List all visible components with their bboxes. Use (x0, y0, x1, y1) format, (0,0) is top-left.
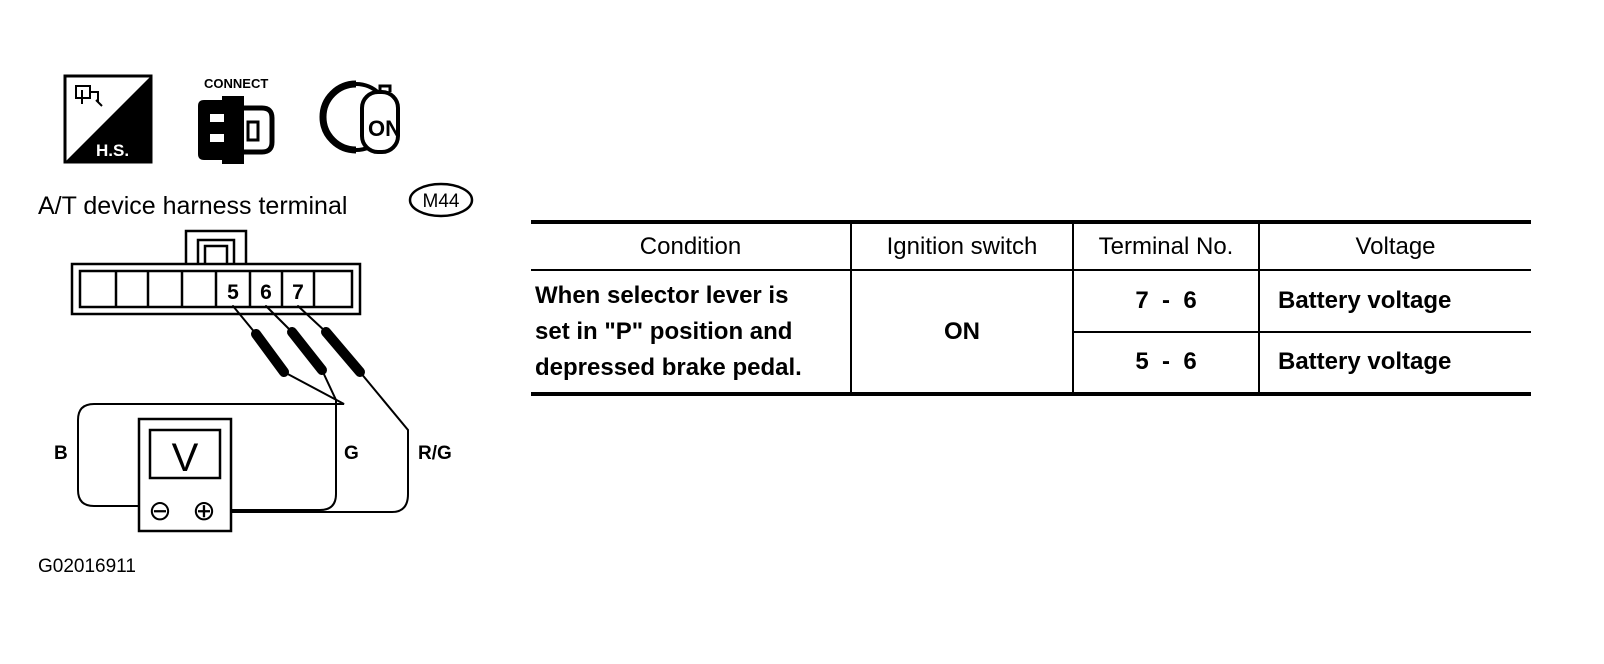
harness-side-icon: H.S. (63, 74, 153, 164)
table-header-row: Condition Ignition switch Terminal No. V… (531, 222, 1531, 272)
condition-line: set in "P" position and (535, 317, 793, 345)
voltage-cell: Battery voltage (1258, 269, 1531, 333)
ignition-cell: ON (850, 269, 1074, 395)
terminal-cell: 7 - 6 (1072, 269, 1260, 333)
wire-label-g: G (344, 443, 359, 464)
condition-line: depressed brake pedal. (535, 353, 802, 381)
wire-label-b: B (54, 443, 68, 464)
wire-label-rg: R/G (418, 443, 452, 464)
connector-title: A/T device harness terminal (38, 192, 347, 220)
table-row: 5 - 6 Battery voltage (531, 330, 1531, 394)
condition-line: When selector lever is (535, 281, 789, 309)
meter-leads (77, 369, 409, 513)
header-condition: Condition (531, 222, 852, 272)
pin-5: 5 (227, 281, 239, 304)
hs-label: H.S. (96, 141, 129, 160)
condition-cell: When selector lever is set in "P" positi… (531, 269, 852, 395)
pin-7: 7 (292, 281, 304, 304)
table-row: When selector lever is set in "P" positi… (531, 269, 1531, 395)
voltmeter: V ⊖ ⊕ (137, 417, 233, 533)
connect-icon: CONNECT (198, 76, 275, 164)
connector-code-badge: M44 (408, 182, 474, 218)
connector-housing (70, 229, 362, 316)
header-ignition-switch: Ignition switch (850, 222, 1074, 272)
ignition-on-icon: ON (319, 80, 401, 154)
voltage-spec-table: Condition Ignition switch Terminal No. V… (531, 220, 1531, 396)
positive-terminal-icon: ⊕ (192, 495, 215, 526)
pin-6: 6 (260, 281, 272, 304)
header-voltage: Voltage (1258, 222, 1531, 272)
connector-code: M44 (423, 191, 460, 212)
voltage-cell: Battery voltage (1258, 330, 1531, 394)
connect-label: CONNECT (204, 76, 268, 91)
on-label: ON (368, 116, 401, 141)
voltmeter-symbol: V (172, 436, 199, 480)
figure-code: G02016911 (38, 556, 136, 577)
negative-terminal-icon: ⊖ (148, 495, 171, 526)
test-probes (232, 305, 365, 377)
header-terminal-no: Terminal No. (1072, 222, 1260, 272)
terminal-cell: 5 - 6 (1073, 330, 1260, 394)
